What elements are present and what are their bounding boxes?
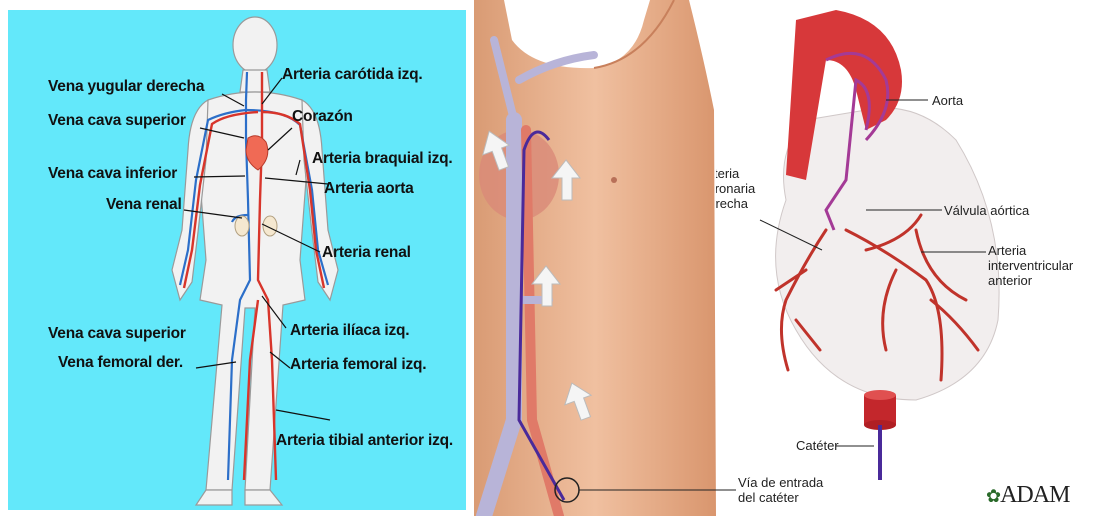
label-arteria-coronaria-derecha: Arteria coronaria derecha <box>716 166 755 211</box>
label-vena-yugular-derecha: Vena yugular derecha <box>48 78 204 96</box>
label-arteria-tibial-anterior-izq: Arteria tibial anterior izq. <box>276 432 453 450</box>
label-vena-femoral-der: Vena femoral der. <box>58 354 183 372</box>
label-vena-cava-superior-2: Vena cava superior <box>48 325 186 343</box>
torso-catheter-illustration <box>474 0 716 516</box>
label-vena-renal: Vena renal <box>106 196 182 214</box>
kidney-shape <box>235 216 249 236</box>
label-vena-cava-inferior: Vena cava inferior <box>48 165 177 183</box>
label-arteria-interventricular-anterior: Arteria interventricular anterior <box>988 243 1073 288</box>
circulatory-system-diagram: Vena yugular derecha Arteria carótida iz… <box>0 0 470 516</box>
label-arteria-carotida-izq: Arteria carótida izq. <box>282 66 423 84</box>
label-aorta: Aorta <box>932 93 963 108</box>
torso-figure <box>474 0 716 516</box>
label-cateter: Catéter <box>796 438 839 453</box>
label-arteria-braquial-izq: Arteria braquial izq. <box>312 150 453 168</box>
label-arteria-renal: Arteria renal <box>322 244 411 262</box>
label-arteria-femoral-izq: Arteria femoral izq. <box>290 356 426 374</box>
label-valvula-aortica: Válvula aórtica <box>944 203 1029 218</box>
label-corazon: Corazón <box>292 108 353 126</box>
adam-logo: ✿ADAM <box>986 482 1069 509</box>
leaf-icon: ✿ <box>986 486 1000 506</box>
label-arteria-aorta: Arteria aorta <box>324 180 414 198</box>
heart-catheter-illustration: Aorta Arteria coronaria derecha Válvula … <box>716 0 1094 516</box>
label-via-de-entrada: Vía de entrada del catéter <box>738 475 823 505</box>
label-vena-cava-superior: Vena cava superior <box>48 112 186 130</box>
label-arteria-iliaca-izq: Arteria ilíaca izq. <box>290 322 409 340</box>
